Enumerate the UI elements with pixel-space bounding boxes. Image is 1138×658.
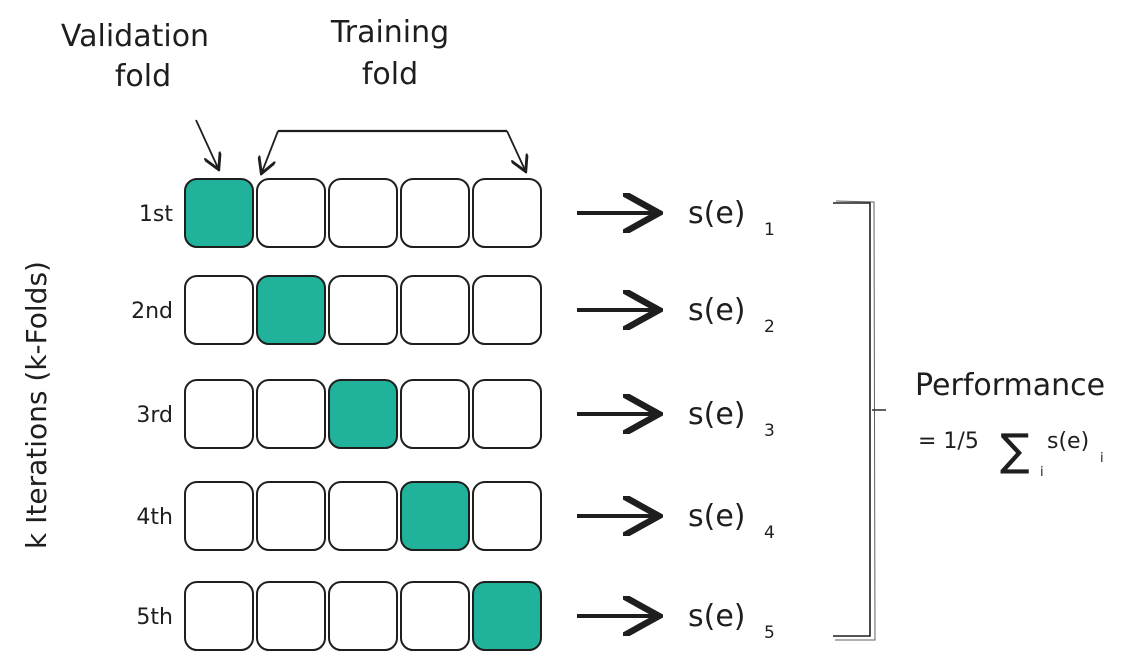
validation-fold-box	[328, 379, 398, 449]
training-fold-box	[184, 379, 254, 449]
fold-row: 4th s(e) 4	[136, 481, 775, 551]
training-fold-box	[184, 481, 254, 551]
training-fold-box	[400, 275, 470, 345]
k-iterations-axis-label: k Iterations (k-Folds)	[20, 261, 53, 549]
training-fold-box	[256, 581, 326, 651]
sigma-subscript: i	[1040, 465, 1044, 480]
validation-fold-label-line2: fold	[115, 59, 171, 94]
training-bracket	[262, 129, 525, 172]
performance-bracket	[833, 200, 886, 641]
iteration-label: 3rd	[136, 403, 173, 428]
training-fold-box	[328, 178, 398, 248]
fold-row: 5th s(e) 5	[136, 581, 775, 651]
training-fold-box	[328, 581, 398, 651]
score-subscript: 4	[764, 523, 775, 543]
score-label: s(e)	[688, 599, 746, 634]
fold-row: 2nd s(e) 2	[131, 275, 775, 345]
validation-fold-box	[400, 481, 470, 551]
training-fold-box	[472, 275, 542, 345]
training-fold-box	[184, 581, 254, 651]
formula-term: s(e)	[1047, 429, 1089, 454]
score-label: s(e)	[688, 293, 746, 328]
iteration-label: 2nd	[131, 299, 173, 324]
iteration-label: 4th	[136, 505, 173, 530]
training-fold-box	[184, 275, 254, 345]
training-fold-box	[256, 481, 326, 551]
training-fold-box	[400, 379, 470, 449]
training-fold-box	[472, 481, 542, 551]
training-fold-label-line2: fold	[362, 57, 418, 92]
training-fold-box	[472, 379, 542, 449]
performance-title: Performance	[915, 368, 1105, 403]
iteration-label: 1st	[139, 202, 173, 227]
score-subscript: 2	[764, 317, 775, 337]
training-fold-box	[256, 379, 326, 449]
training-fold-box	[400, 581, 470, 651]
validation-arrow	[195, 119, 218, 168]
score-subscript: 5	[764, 623, 775, 643]
score-label: s(e)	[688, 397, 746, 432]
fold-row: 1st s(e) 1	[139, 178, 775, 248]
iteration-label: 5th	[136, 605, 173, 630]
training-fold-box	[328, 481, 398, 551]
formula-prefix: = 1/5	[918, 429, 979, 454]
training-fold-box	[472, 178, 542, 248]
score-label: s(e)	[688, 499, 746, 534]
formula-term-subscript: i	[1100, 451, 1104, 466]
score-label: s(e)	[688, 196, 746, 231]
validation-fold-box	[184, 178, 254, 248]
training-fold-box	[400, 178, 470, 248]
training-fold-label-line1: Training	[330, 15, 449, 50]
fold-row: 3rd s(e) 3	[136, 379, 775, 449]
validation-fold-box	[472, 581, 542, 651]
sigma-symbol: ∑	[1000, 425, 1030, 476]
fold-rows: 1st s(e) 1 2nd s(e) 2 3rd s(e) 3 4th s(e) 4 5th s(e) 5	[131, 178, 775, 651]
training-fold-box	[328, 275, 398, 345]
score-subscript: 3	[764, 421, 775, 441]
training-fold-box	[256, 178, 326, 248]
performance-formula: = 1/5 ∑ i s(e) i	[918, 425, 1104, 480]
validation-fold-box	[256, 275, 326, 345]
validation-fold-label-line1: Validation	[61, 19, 209, 54]
score-subscript: 1	[764, 220, 775, 240]
